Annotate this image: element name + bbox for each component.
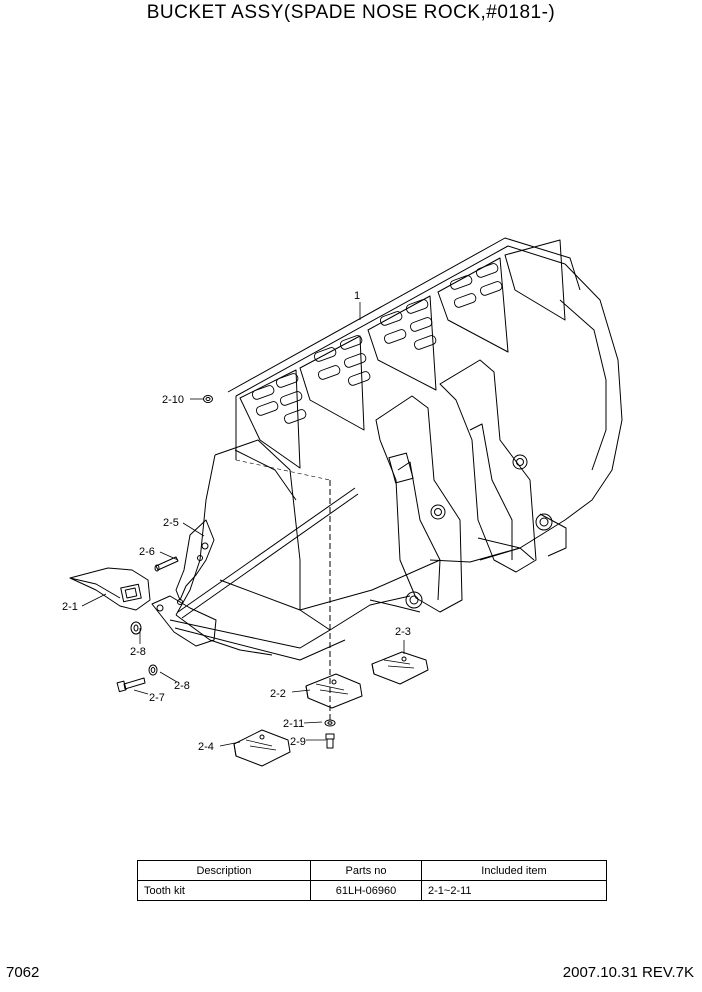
cell-description: Tooth kit [137,880,311,901]
lip-adapter [151,595,217,647]
table-row: Tooth kit 61LH-06960 2-1~2-11 [137,880,607,901]
callout-2-1: 2-1 [62,601,78,613]
callout-2-6: 2-6 [139,546,155,558]
table-header-row: Description Parts no Included item [137,860,607,881]
edge-segment-part-2-3 [371,651,429,685]
header-included-item: Included item [421,860,607,881]
callout-2-8-upper: 2-8 [130,646,146,658]
header-parts-no: Parts no [310,860,422,881]
callout-2-2: 2-2 [270,688,286,700]
washer-part-2-8-upper [130,621,142,635]
callout-2-7: 2-7 [149,692,165,704]
parts-table: Description Parts no Included item Tooth… [137,860,607,901]
leader-lines [81,302,405,747]
adapter-part-2-5 [175,519,215,601]
edge-segment-part-2-2 [305,673,363,709]
edge-segment-part-2-4 [233,729,291,767]
callout-2-3: 2-3 [395,626,411,638]
bolt-part-2-7 [116,677,146,693]
nut-part-2-10 [203,395,213,403]
bolt-part-2-9 [325,733,335,749]
window-slots [251,263,503,424]
bucket-body [169,237,623,720]
revision-info: 2007.10.31 REV.7K [562,964,694,981]
callout-2-9: 2-9 [290,736,306,748]
page-number: 7062 [6,964,40,981]
callout-2-10: 2-10 [162,394,184,406]
callout-2-8-lower: 2-8 [174,680,190,692]
page-title: BUCKET ASSY(SPADE NOSE ROCK,#0181-) [146,2,556,23]
header-description: Description [137,860,311,881]
callout-2-11: 2-11 [283,718,304,730]
tooth-part-2-1 [69,567,151,611]
mounting-brackets [369,359,567,613]
rib-plates [239,239,566,469]
callout-1: 1 [354,290,360,302]
callout-labels: 1 2-10 2-5 2-6 2-1 2-8 2-8 2-7 2-3 2-2 2… [62,290,411,753]
cell-included-item: 2-1~2-11 [421,880,607,901]
washer-part-2-8-lower [148,664,158,676]
callout-2-4: 2-4 [198,741,214,753]
callout-2-5: 2-5 [163,517,179,529]
pin-part-2-6 [154,556,179,572]
cell-parts-no: 61LH-06960 [310,880,422,901]
washer-part-2-11 [324,719,336,727]
